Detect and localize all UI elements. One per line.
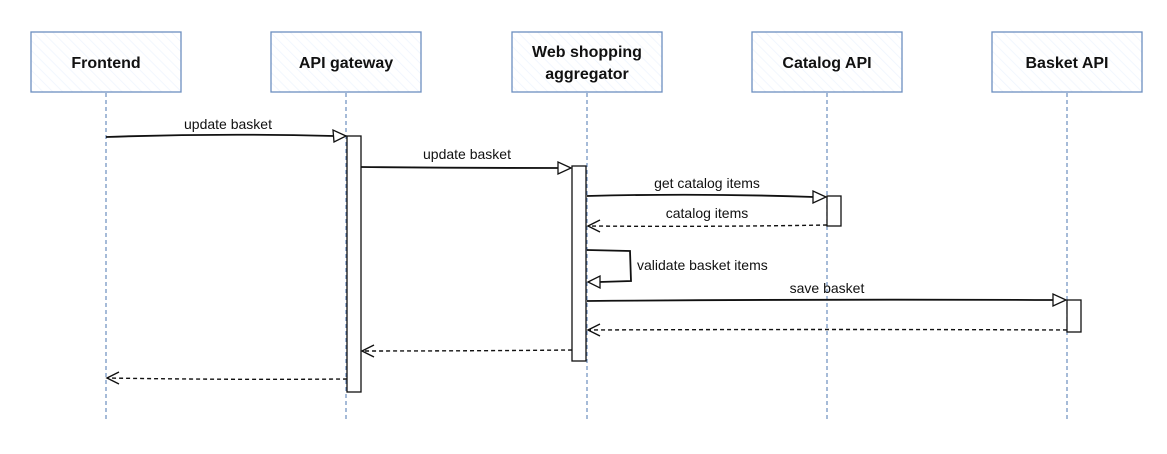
arrow-head-icon (586, 323, 601, 337)
activation-web-shopping-aggregator (571, 165, 587, 362)
arrow-head-open-icon (557, 160, 573, 176)
arrow-head-icon (360, 344, 375, 358)
message-aggregator-return (360, 344, 573, 358)
message-get-catalog-items: get catalog items (586, 175, 828, 205)
arrow-head-open-icon (812, 189, 828, 205)
activation-basket-api (1066, 299, 1082, 333)
participant-label: API gateway (299, 55, 393, 72)
messages: update basket update basket get catalog … (105, 116, 1068, 385)
participant-frontend: Frontend (30, 31, 182, 93)
participant-label-line-2: aggregator (545, 66, 629, 83)
participant-label-line-1: Web shopping (532, 44, 642, 61)
arrow-head-open-icon (332, 128, 348, 144)
message-catalog-items-return: catalog items (586, 205, 828, 233)
participant-catalog-api: Catalog API (751, 31, 903, 93)
participant-label: Basket API (1026, 55, 1109, 72)
arrow-head-icon (586, 219, 601, 233)
message-label: get catalog items (654, 175, 760, 191)
message-label: update basket (423, 146, 511, 162)
participant-api-gateway: API gateway (270, 31, 422, 93)
message-update-basket-to-aggregator: update basket (360, 146, 573, 176)
message-validate-basket-items: validate basket items (586, 249, 768, 290)
message-label: save basket (790, 280, 865, 296)
arrow-head-icon (105, 371, 120, 385)
message-update-basket-to-gateway: update basket (105, 116, 348, 144)
activation-api-gateway (346, 135, 362, 393)
message-label: catalog items (666, 205, 748, 221)
message-gateway-return (105, 371, 348, 385)
participant-basket-api: Basket API (991, 31, 1143, 93)
message-save-basket: save basket (586, 280, 1068, 308)
participant-web-shopping-aggregator: Web shopping aggregator (511, 31, 663, 93)
arrow-head-open-icon (586, 274, 601, 290)
arrow-head-open-icon (1052, 292, 1068, 308)
participants: Frontend API gateway Web shopping aggreg… (30, 31, 1143, 93)
message-label: validate basket items (637, 257, 768, 273)
participant-label: Catalog API (782, 55, 871, 72)
lifelines (105, 93, 1068, 422)
activation-catalog-api (826, 195, 842, 227)
activations (346, 135, 1082, 393)
participant-label: Frontend (71, 55, 140, 72)
message-label: update basket (184, 116, 272, 132)
message-basket-return (586, 323, 1068, 337)
